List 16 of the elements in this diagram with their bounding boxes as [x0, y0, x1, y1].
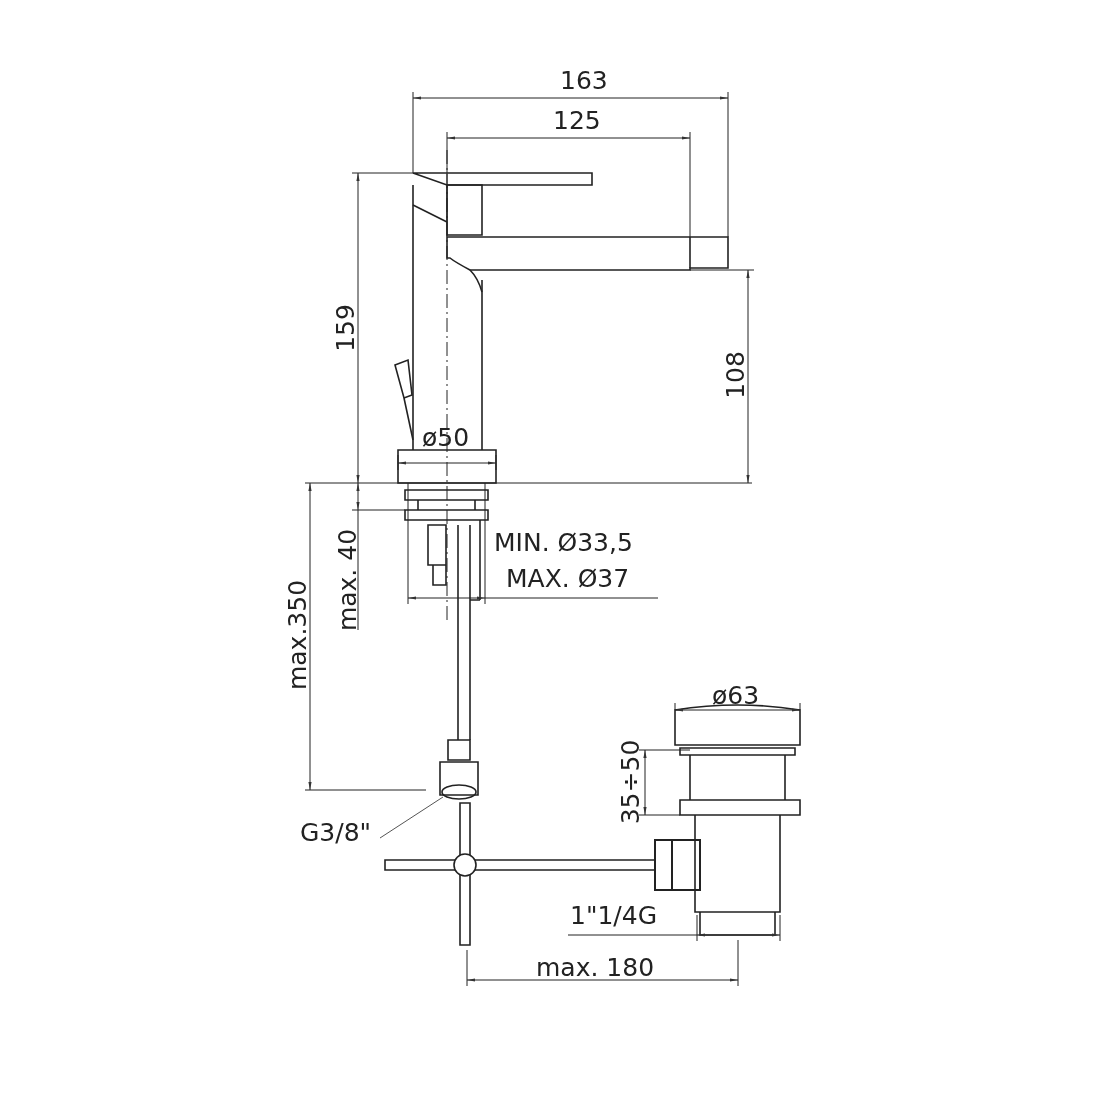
dimension-label: 163	[560, 68, 608, 93]
dimension-label: MIN. Ø33,5	[494, 530, 633, 555]
dimension-label: ø50	[422, 425, 470, 450]
leader-line	[379, 796, 444, 839]
dimension-label: 1"1/4G	[570, 903, 657, 928]
hose-nut-drawing	[439, 739, 479, 800]
dimension-label: MAX. Ø37	[506, 566, 630, 591]
thread-label: G3/8"	[300, 820, 372, 845]
dimension-label: 35÷50	[617, 739, 643, 825]
dimension-label: max. 180	[536, 955, 655, 980]
dimension-label: ø63	[712, 683, 760, 708]
dimension-label: max. 40	[334, 528, 360, 632]
dimension-label: 125	[553, 108, 601, 133]
dimension-label: 108	[722, 351, 748, 399]
dimension-label: 159	[332, 304, 358, 352]
dimension-label: max.350	[284, 579, 310, 691]
